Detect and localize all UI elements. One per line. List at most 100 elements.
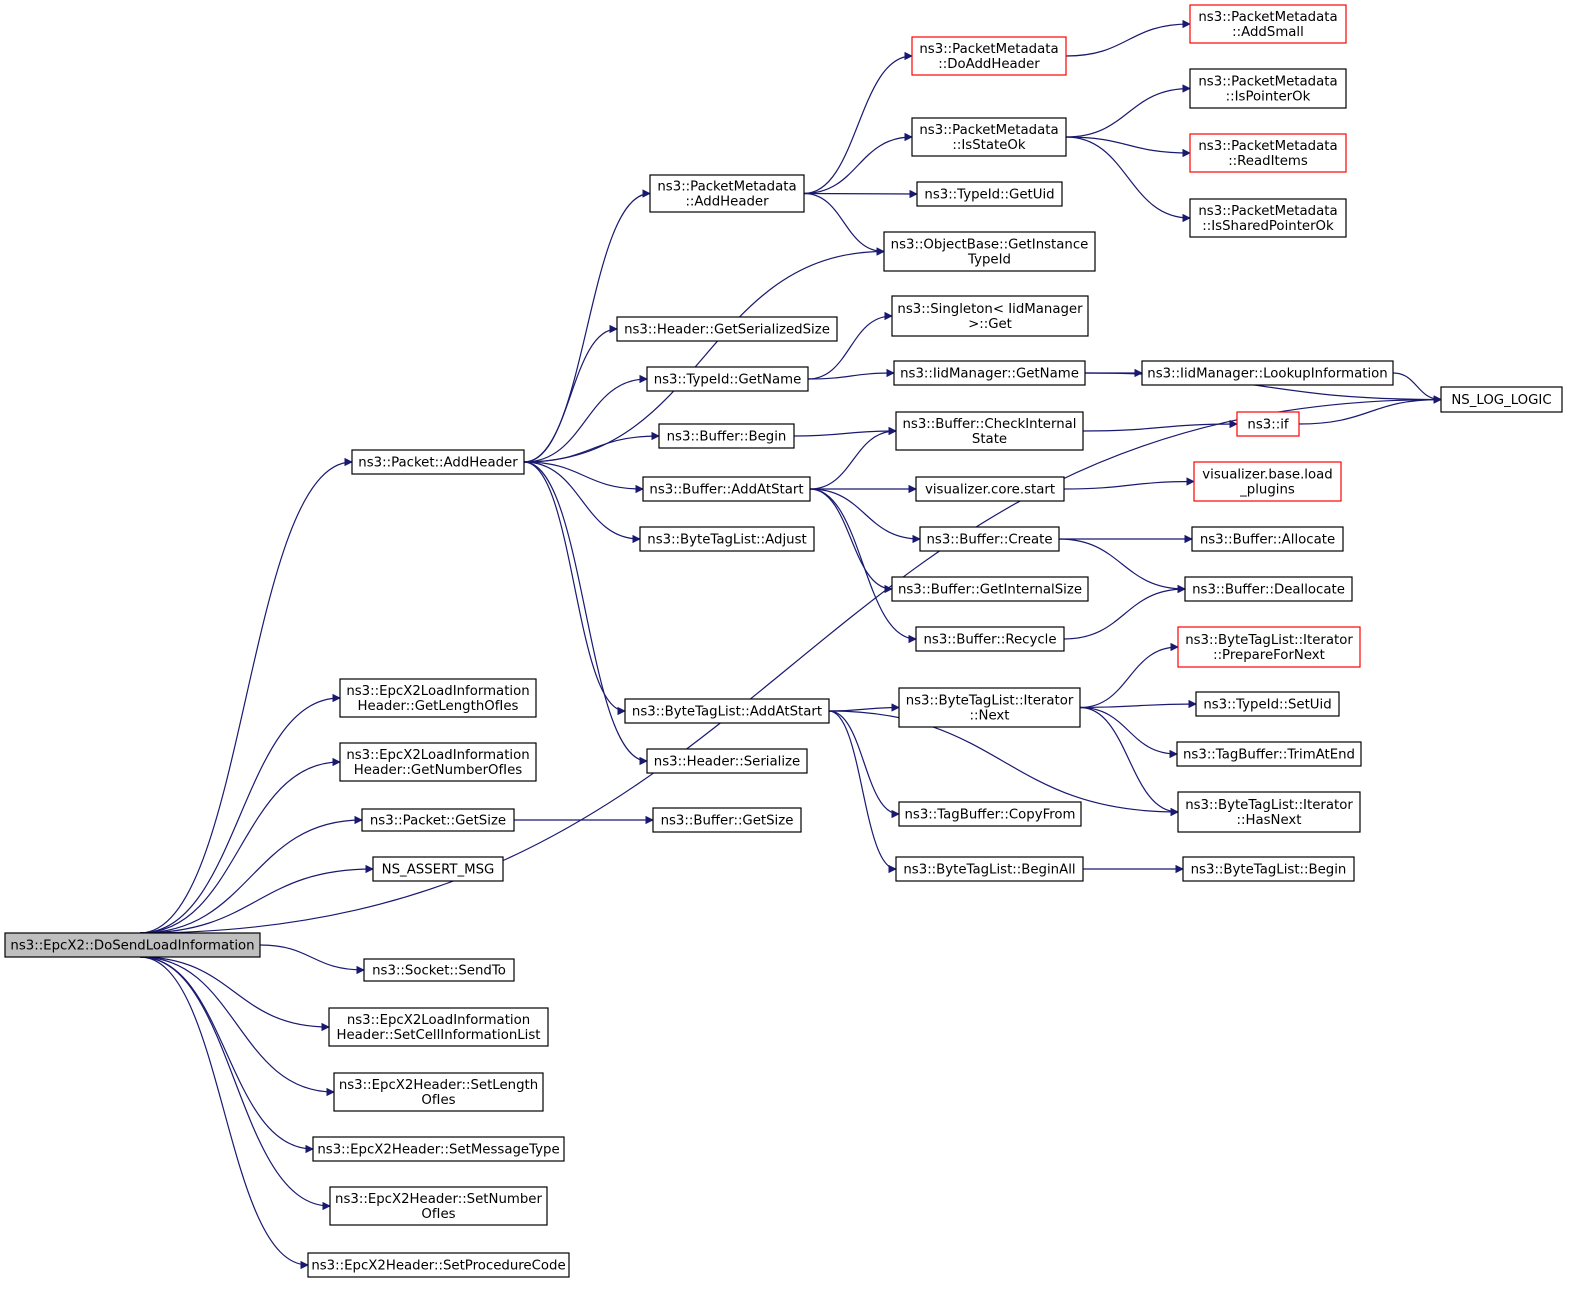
node-box bbox=[911, 36, 1067, 76]
function-node[interactable]: ns3::ByteTagList::Iterator::HasNext bbox=[1177, 791, 1361, 833]
call-edge bbox=[523, 247, 885, 463]
function-node[interactable]: ns3::EpcX2LoadInformationHeader::GetNumb… bbox=[339, 742, 537, 782]
function-node[interactable]: ns3::PacketMetadata::IsPointerOk bbox=[1189, 68, 1347, 109]
function-node[interactable]: ns3::EpcX2Header::SetProcedureCode bbox=[307, 1252, 570, 1278]
node-box bbox=[4, 932, 261, 958]
node-label: ns3::EpcX2LoadInformation bbox=[346, 684, 529, 699]
function-node[interactable]: ns3::Buffer::AddAtStart bbox=[642, 476, 811, 502]
call-edge bbox=[139, 956, 330, 1032]
function-node[interactable]: ns3::ByteTagList::BeginAll bbox=[895, 856, 1084, 882]
node-box bbox=[1184, 576, 1353, 602]
node-box bbox=[915, 626, 1065, 652]
function-node[interactable]: ns3::PacketMetadata::ReadItems bbox=[1189, 133, 1347, 173]
function-node[interactable]: ns3::Header::Serialize bbox=[646, 748, 808, 774]
call-edge bbox=[1079, 642, 1179, 709]
function-node[interactable]: visualizer.core.start bbox=[915, 476, 1065, 502]
function-node[interactable]: ns3::ByteTagList::Adjust bbox=[639, 526, 815, 552]
function-node[interactable]: ns3::Singleton< IidManager>::Get bbox=[891, 295, 1089, 337]
function-node[interactable]: ns3::PacketMetadata::DoAddHeader bbox=[911, 36, 1067, 76]
node-box bbox=[652, 807, 802, 833]
call-edge bbox=[809, 488, 917, 644]
function-node[interactable]: ns3::Buffer::Deallocate bbox=[1184, 576, 1353, 602]
call-edge bbox=[139, 956, 331, 1211]
node-label: ns3::Packet::AddHeader bbox=[358, 456, 518, 471]
node-label: State bbox=[972, 432, 1007, 447]
function-node[interactable]: ns3::TagBuffer::CopyFrom bbox=[898, 801, 1082, 827]
node-label: ns3::Header::Serialize bbox=[654, 755, 800, 770]
call-edge bbox=[523, 461, 648, 766]
function-node[interactable]: NS_ASSERT_MSG bbox=[372, 856, 504, 882]
function-node[interactable]: ns3::Buffer::Create bbox=[919, 526, 1060, 552]
node-label: ::PrepareForNext bbox=[1213, 648, 1325, 663]
node-box bbox=[916, 181, 1063, 207]
nodes-layer: ns3::EpcX2::DoSendLoadInformation ns3::Pa… bbox=[4, 4, 1563, 1278]
node-box bbox=[891, 576, 1089, 602]
function-node[interactable]: ns3::ByteTagList::AddAtStart bbox=[624, 698, 830, 724]
node-label: ns3::Singleton< IidManager bbox=[897, 302, 1083, 317]
function-node[interactable]: ns3::EpcX2LoadInformationHeader::SetCell… bbox=[328, 1007, 549, 1047]
node-box bbox=[649, 174, 805, 213]
call-edge bbox=[1079, 706, 1179, 817]
node-label: ns3::EpcX2::DoSendLoadInformation bbox=[10, 939, 254, 954]
node-box bbox=[1182, 856, 1355, 882]
node-label: ns3::EpcX2Header::SetMessageType bbox=[317, 1143, 559, 1158]
node-box bbox=[339, 678, 537, 718]
function-node[interactable]: ns3::Buffer::Begin bbox=[658, 423, 795, 449]
node-label: ns3::Header::GetSerializedSize bbox=[624, 323, 830, 338]
function-node[interactable]: ns3::EpcX2Header::SetMessageType bbox=[312, 1136, 565, 1162]
function-node[interactable]: ns3::EpcX2::DoSendLoadInformation bbox=[4, 932, 261, 958]
node-label: ns3::ByteTagList::Iterator bbox=[1185, 633, 1353, 648]
node-label: ns3::ByteTagList::Adjust bbox=[647, 533, 806, 548]
node-label: ns3::Buffer::Allocate bbox=[1200, 533, 1335, 548]
function-node[interactable]: ns3::ByteTagList::Iterator::PrepareForNe… bbox=[1177, 626, 1361, 668]
function-node[interactable]: ns3::Packet::GetSize bbox=[361, 808, 515, 832]
call-edge bbox=[139, 864, 374, 934]
node-box bbox=[1189, 4, 1347, 44]
function-node[interactable]: ns3::ByteTagList::Begin bbox=[1182, 856, 1355, 882]
function-node[interactable]: ns3::TagBuffer::TrimAtEnd bbox=[1176, 741, 1362, 767]
function-node[interactable]: ns3::TypeId::GetUid bbox=[916, 181, 1063, 207]
node-box bbox=[1236, 411, 1300, 437]
node-box bbox=[891, 295, 1089, 337]
function-node[interactable]: ns3::Buffer::Allocate bbox=[1191, 526, 1344, 552]
function-node[interactable]: ns3::Buffer::GetSize bbox=[652, 807, 802, 833]
function-node[interactable]: ns3::PacketMetadata::AddHeader bbox=[649, 174, 805, 213]
function-node[interactable]: ns3::EpcX2LoadInformationHeader::GetLeng… bbox=[339, 678, 537, 718]
function-node[interactable]: ns3::Buffer::Recycle bbox=[915, 626, 1065, 652]
node-label: ns3::PacketMetadata bbox=[1198, 139, 1337, 154]
call-edge bbox=[803, 189, 918, 199]
call-edge bbox=[1065, 84, 1191, 138]
node-label: ns3::ByteTagList::AddAtStart bbox=[632, 705, 822, 720]
function-node[interactable]: ns3::TypeId::GetName bbox=[646, 366, 809, 392]
function-node[interactable]: ns3::Packet::AddHeader bbox=[351, 449, 525, 475]
function-node[interactable]: ns3::if bbox=[1236, 411, 1300, 437]
function-node[interactable]: ns3::PacketMetadata::IsStateOk bbox=[911, 117, 1067, 157]
function-node[interactable]: ns3::PacketMetadata::AddSmall bbox=[1189, 4, 1347, 44]
call-edge bbox=[828, 710, 900, 819]
node-label: ::AddSmall bbox=[1232, 25, 1304, 40]
function-node[interactable]: ns3::IidManager::GetName bbox=[893, 360, 1086, 386]
node-label: ns3::Packet::GetSize bbox=[370, 814, 506, 829]
node-box bbox=[1177, 791, 1361, 833]
node-label: ns3::Buffer::Deallocate bbox=[1192, 583, 1345, 598]
function-node[interactable]: ns3::ByteTagList::Iterator::Next bbox=[898, 687, 1081, 728]
call-edge bbox=[809, 488, 921, 544]
node-label: ns3::ByteTagList::Iterator bbox=[906, 694, 1074, 709]
call-edge bbox=[139, 457, 353, 934]
function-node[interactable]: NS_LOG_LOGIC bbox=[1440, 386, 1563, 413]
node-label: ns3::Buffer::AddAtStart bbox=[649, 483, 803, 498]
function-node[interactable]: visualizer.base.load_plugins bbox=[1193, 461, 1342, 502]
function-node[interactable]: ns3::Socket::SendTo bbox=[363, 958, 515, 982]
node-label: ns3::Buffer::Recycle bbox=[923, 633, 1056, 648]
function-node[interactable]: ns3::Header::GetSerializedSize bbox=[616, 316, 838, 342]
call-edge bbox=[523, 461, 626, 716]
function-node[interactable]: ns3::PacketMetadata::IsSharedPointerOk bbox=[1189, 198, 1347, 238]
node-label: ns3::PacketMetadata bbox=[1198, 75, 1337, 90]
function-node[interactable]: ns3::IidManager::LookupInformation bbox=[1141, 360, 1394, 386]
function-node[interactable]: ns3::TypeId::SetUid bbox=[1195, 691, 1340, 717]
function-node[interactable]: ns3::Buffer::GetInternalSize bbox=[891, 576, 1089, 602]
